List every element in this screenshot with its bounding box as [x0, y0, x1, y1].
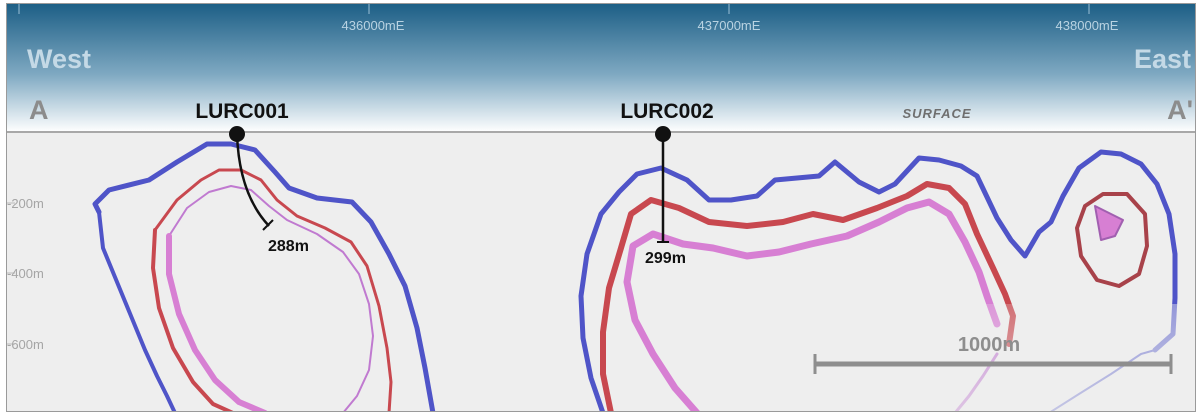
easting-label: 436000mE: [342, 18, 405, 33]
drillhole-lurc002: LURC002 299m: [620, 100, 713, 267]
drillhole-id: LURC002: [620, 100, 713, 123]
east-mineralised-body: [578, 149, 1178, 411]
drillhole-lurc001: LURC001 288m: [195, 100, 309, 255]
depth-tick-label: -200m: [7, 196, 44, 211]
drillhole-id: LURC001: [195, 100, 289, 123]
east-label: East: [1134, 44, 1191, 74]
sky-band: [7, 4, 1195, 132]
middle-grade-shell: [153, 168, 393, 411]
west-mineralised-body: [92, 141, 436, 411]
inner-grade-shell: [623, 198, 1001, 411]
depth-tick-label: -600m: [7, 337, 44, 352]
drillhole-depth: 299m: [645, 250, 686, 267]
drillhole-collar: [655, 126, 671, 142]
inner-grade-shell: [1094, 205, 1124, 241]
cross-section-frame: 436000mE 437000mE 438000mE West East A A…: [6, 3, 1196, 412]
middle-grade-shell-west-limb: [151, 228, 234, 411]
scale-bar: 1000m: [813, 334, 1173, 374]
inner-grade-shell-west-limb: [166, 233, 268, 411]
middle-grade-shell: [1075, 192, 1149, 288]
easting-label: 438000mE: [1056, 18, 1119, 33]
inner-grade-shell: [168, 185, 374, 411]
section-start-label: A: [29, 95, 49, 125]
depth-tick-label: -400m: [7, 266, 44, 281]
drillhole-depth: 288m: [268, 238, 309, 255]
surface-label: SURFACE: [902, 106, 971, 121]
drillhole-collar: [229, 126, 245, 142]
scale-bar-label: 1000m: [958, 334, 1020, 356]
middle-grade-shell: [600, 181, 1016, 411]
drillhole-end-tick: [262, 219, 274, 231]
fade-overlay: [787, 304, 1195, 411]
outer-grade-shell: [578, 149, 1178, 411]
isolated-lens: [1075, 192, 1149, 288]
outer-grade-shell-west-limb: [97, 210, 177, 411]
drillhole-trace: [235, 133, 270, 227]
west-label: West: [27, 44, 91, 74]
easting-label: 437000mE: [698, 18, 761, 33]
cross-section-diagram: 436000mE 437000mE 438000mE West East A A…: [7, 4, 1195, 411]
outer-grade-shell: [92, 141, 436, 411]
section-end-label: A': [1167, 95, 1193, 125]
